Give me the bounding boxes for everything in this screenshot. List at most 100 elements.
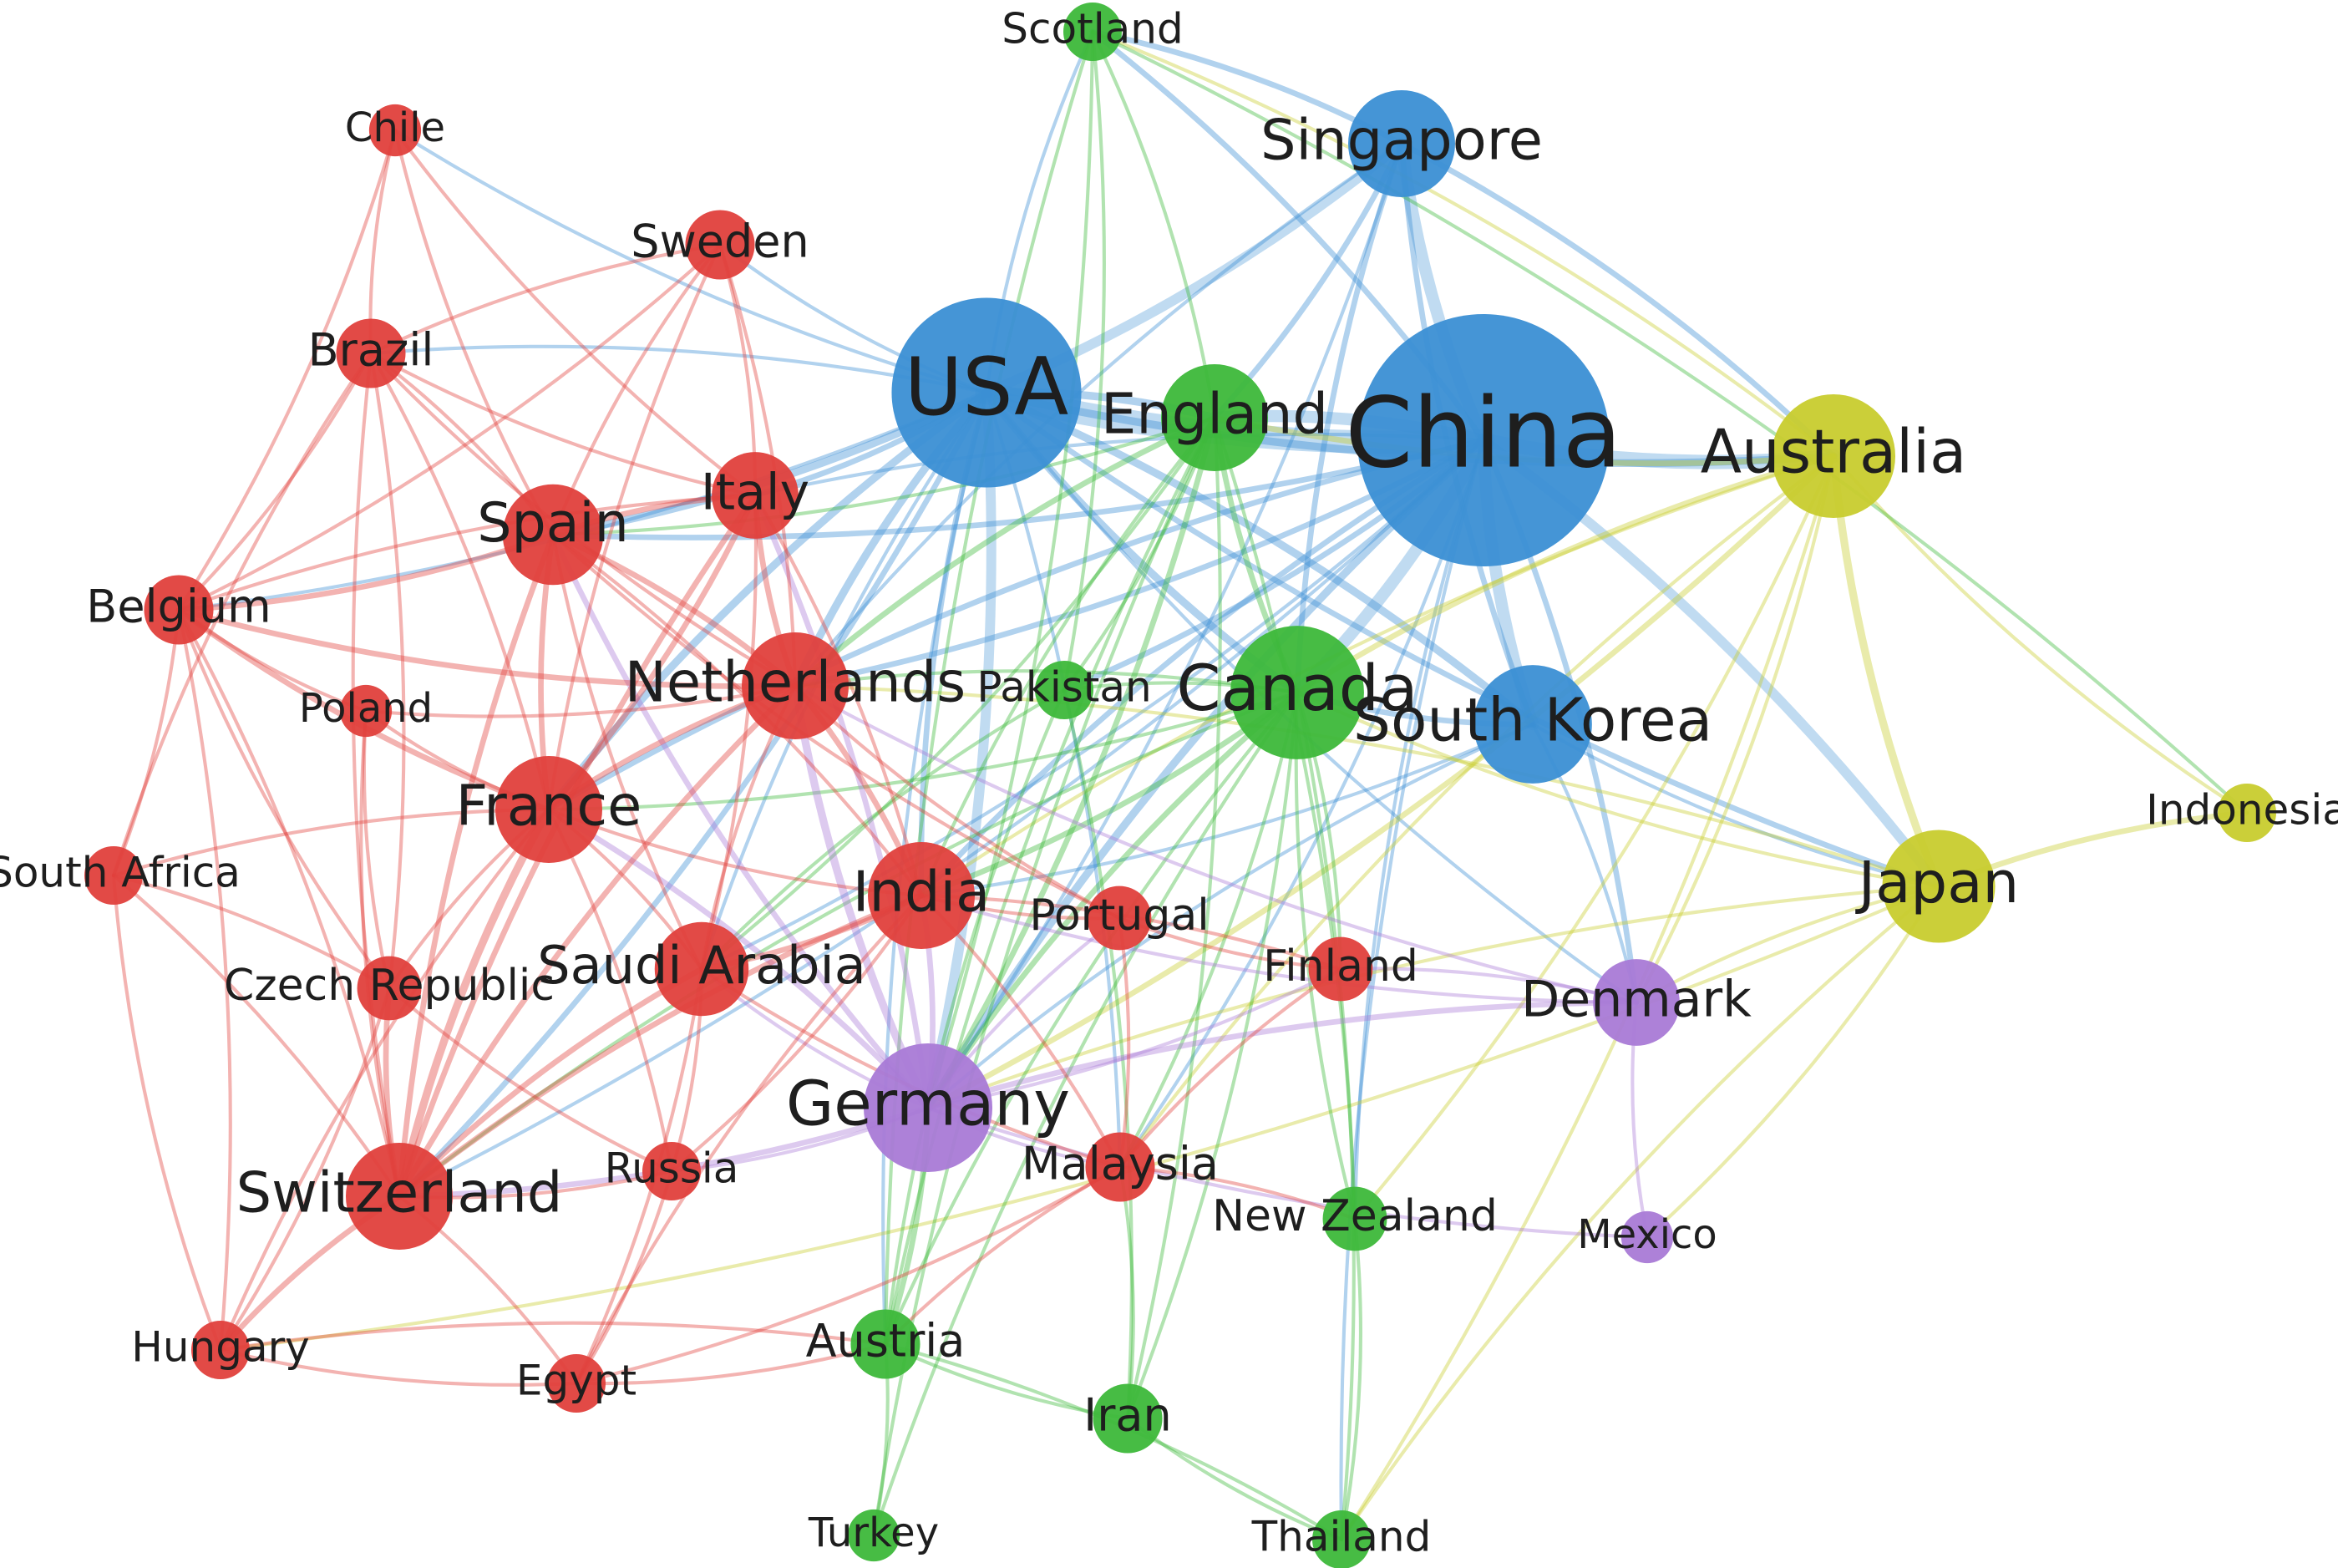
label-usa: USA bbox=[905, 342, 1069, 434]
link-spain-saudi_arabia bbox=[550, 532, 704, 972]
link-switzerland-south_africa bbox=[111, 873, 402, 1199]
link-canada-germany bbox=[925, 689, 1301, 1111]
node-switzerland[interactable] bbox=[346, 1143, 453, 1250]
node-india[interactable] bbox=[868, 842, 975, 949]
label-portugal: Portugal bbox=[1029, 891, 1209, 941]
link-sweden-belgium bbox=[176, 242, 723, 612]
node-russia[interactable] bbox=[642, 1142, 701, 1200]
link-usa-malaysia bbox=[984, 390, 1123, 1170]
link-france-sweden bbox=[546, 242, 723, 812]
node-scotland[interactable] bbox=[1063, 3, 1122, 61]
link-england-germany bbox=[925, 414, 1218, 1111]
node-belgium[interactable] bbox=[144, 575, 214, 645]
link-brazil-south_africa bbox=[111, 351, 373, 878]
link-chile-italy bbox=[393, 128, 758, 498]
node-hungary[interactable] bbox=[191, 1321, 250, 1379]
node-denmark[interactable] bbox=[1593, 959, 1680, 1046]
link-spain-belgium bbox=[175, 531, 556, 613]
link-china-spain bbox=[550, 437, 1487, 540]
node-netherlands[interactable] bbox=[742, 632, 849, 739]
node-austria[interactable] bbox=[850, 1309, 920, 1379]
label-pakistan: Pakistan bbox=[976, 663, 1151, 712]
link-england-netherlands bbox=[792, 414, 1218, 689]
link-czech_republic-russia bbox=[387, 986, 674, 1174]
link-switzerland-belgium bbox=[176, 607, 402, 1199]
label-switzerland: Switzerland bbox=[236, 1160, 563, 1225]
label-iran: Iran bbox=[1083, 1389, 1171, 1442]
link-japan-germany bbox=[926, 884, 1941, 1110]
label-malaysia: Malaysia bbox=[1022, 1138, 1219, 1190]
node-pakistan[interactable] bbox=[1035, 661, 1093, 719]
node-finland[interactable] bbox=[1308, 936, 1373, 1002]
label-czech-republic: Czech Republic bbox=[224, 961, 555, 1011]
link-france-brazil bbox=[368, 351, 551, 812]
node-france[interactable] bbox=[495, 756, 602, 863]
node-indonesia[interactable] bbox=[2218, 784, 2276, 842]
node-egypt[interactable] bbox=[547, 1354, 606, 1413]
label-mexico: Mexico bbox=[1577, 1211, 1717, 1258]
node-usa[interactable] bbox=[891, 297, 1082, 488]
link-japan-thailand bbox=[1339, 884, 1941, 1542]
node-germany[interactable] bbox=[863, 1043, 993, 1173]
link-spain-chile bbox=[393, 128, 555, 537]
link-south_korea-india bbox=[919, 722, 1535, 898]
link-poland-czech_republic bbox=[362, 708, 392, 991]
link-australia-new_zealand bbox=[1352, 454, 1836, 1221]
link-france-switzerland bbox=[395, 805, 553, 1200]
label-india: India bbox=[853, 860, 990, 925]
link-south_korea-japan bbox=[1530, 722, 1941, 889]
node-china[interactable] bbox=[1357, 314, 1610, 566]
link-scotland-pakistan bbox=[1062, 29, 1106, 693]
label-thailand: Thailand bbox=[1251, 1513, 1432, 1561]
node-south-africa[interactable] bbox=[84, 846, 143, 905]
link-germany-spain bbox=[550, 531, 931, 1111]
node-mexico[interactable] bbox=[1620, 1210, 1674, 1264]
link-scotland-indonesia bbox=[1090, 29, 2249, 815]
link-brazil-czech_republic bbox=[368, 351, 406, 991]
node-poland[interactable] bbox=[339, 684, 393, 738]
node-czech-republic[interactable] bbox=[357, 956, 422, 1021]
label-australia: Australia bbox=[1701, 417, 1966, 487]
node-thailand[interactable] bbox=[1312, 1510, 1371, 1568]
node-japan[interactable] bbox=[1882, 830, 1996, 943]
link-switzerland-poland bbox=[359, 708, 402, 1199]
link-singapore-australia bbox=[1398, 140, 1837, 459]
label-sweden: Sweden bbox=[631, 216, 809, 268]
node-new-zealand[interactable] bbox=[1322, 1186, 1387, 1251]
link-france-hungary bbox=[218, 807, 551, 1352]
node-australia[interactable] bbox=[1771, 393, 1896, 519]
link-czech_republic-hungary bbox=[218, 986, 392, 1352]
node-singapore[interactable] bbox=[1348, 90, 1455, 197]
label-singapore: Singapore bbox=[1260, 108, 1543, 173]
link-germany-italy bbox=[752, 492, 931, 1111]
node-chile[interactable] bbox=[368, 104, 422, 157]
label-austria: Austria bbox=[806, 1315, 966, 1368]
node-brazil[interactable] bbox=[336, 318, 406, 388]
link-germany-france bbox=[545, 806, 931, 1111]
node-turkey[interactable] bbox=[847, 1509, 900, 1562]
node-sweden[interactable] bbox=[685, 210, 755, 280]
link-hungary-austria bbox=[218, 1321, 888, 1352]
node-iran[interactable] bbox=[1093, 1383, 1163, 1454]
node-south-korea[interactable] bbox=[1473, 665, 1592, 784]
link-pakistan-saudi_arabia bbox=[699, 688, 1067, 972]
node-spain[interactable] bbox=[502, 484, 604, 586]
link-england-saudi_arabia bbox=[699, 415, 1217, 972]
link-pakistan-austria bbox=[883, 688, 1067, 1347]
link-scotland-germany bbox=[926, 29, 1095, 1110]
link-usa-switzerland bbox=[396, 389, 990, 1200]
link-usa-germany bbox=[923, 388, 997, 1113]
link-malaysia-austria bbox=[883, 1165, 1123, 1347]
node-saudi-arabia[interactable] bbox=[654, 921, 749, 1017]
node-portugal[interactable] bbox=[1087, 885, 1152, 951]
link-china-germany bbox=[924, 436, 1488, 1112]
node-england[interactable] bbox=[1161, 364, 1268, 471]
label-france: France bbox=[456, 774, 642, 839]
node-canada[interactable] bbox=[1230, 626, 1364, 759]
link-england-iran bbox=[1125, 415, 1222, 1421]
link-denmark-india bbox=[919, 893, 1639, 1005]
node-malaysia[interactable] bbox=[1085, 1132, 1155, 1202]
node-italy[interactable] bbox=[712, 452, 799, 539]
